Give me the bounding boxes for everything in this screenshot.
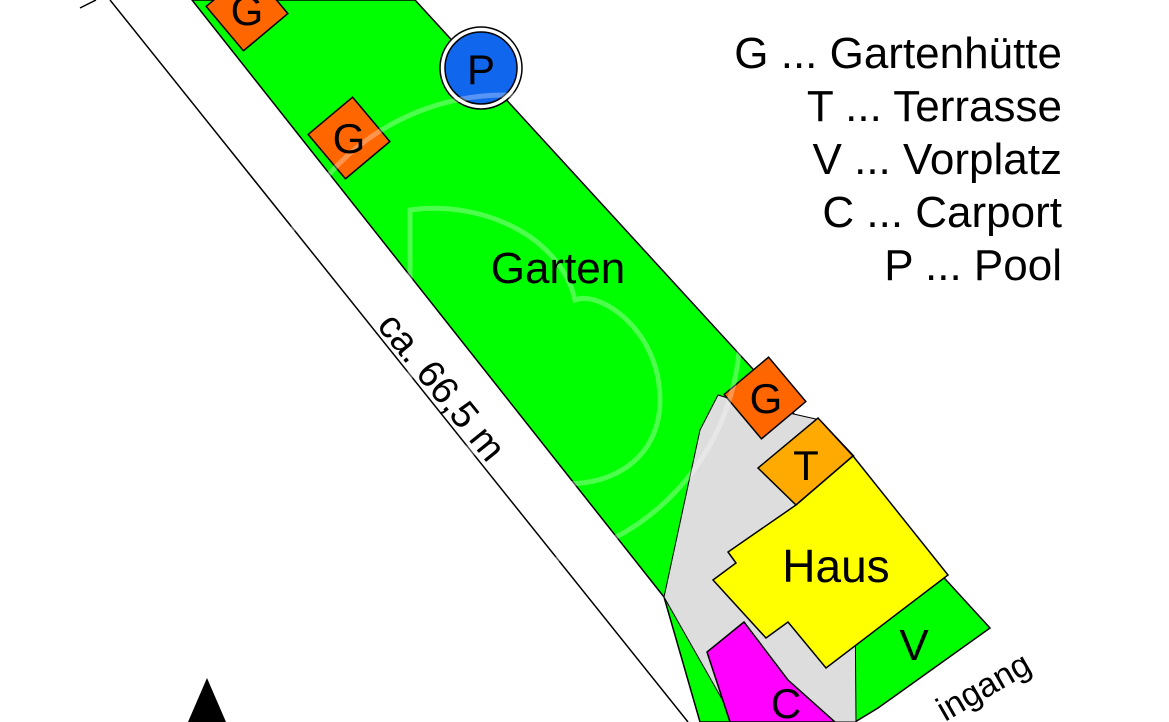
garden-label: Garten bbox=[491, 244, 626, 293]
legend-item-carport: C ... Carport bbox=[822, 188, 1062, 237]
garden-hut-2 bbox=[307, 96, 391, 180]
watermark-logo bbox=[267, 92, 743, 568]
property-boundary-line bbox=[109, 0, 689, 722]
north-arrow-icon bbox=[188, 678, 226, 722]
hut-label-3: G bbox=[750, 375, 783, 422]
hut-label-2: G bbox=[333, 115, 366, 162]
pool-area bbox=[444, 31, 518, 105]
legend: G ... Gartenhütte T ... Terrasse V ... V… bbox=[734, 29, 1062, 290]
garden-hut-3 bbox=[723, 356, 807, 440]
carport-area bbox=[706, 620, 837, 722]
legend-item-gartenhuette: G ... Gartenhütte bbox=[734, 29, 1062, 78]
pool-label: P bbox=[467, 46, 495, 93]
garden-hut-1 bbox=[205, 0, 289, 52]
terrace-label: T bbox=[793, 442, 819, 489]
property-corner-line bbox=[79, 0, 97, 9]
legend-item-vorplatz: V ... Vorplatz bbox=[813, 135, 1062, 184]
legend-item-terrasse: T ... Terrasse bbox=[807, 82, 1062, 131]
hut-label-1: G bbox=[231, 0, 264, 34]
house-area bbox=[711, 454, 950, 670]
house-label: Haus bbox=[782, 540, 889, 592]
legend-item-pool: P ... Pool bbox=[884, 241, 1062, 290]
carport-label: C bbox=[771, 680, 801, 722]
forecourt-label: V bbox=[899, 621, 929, 670]
